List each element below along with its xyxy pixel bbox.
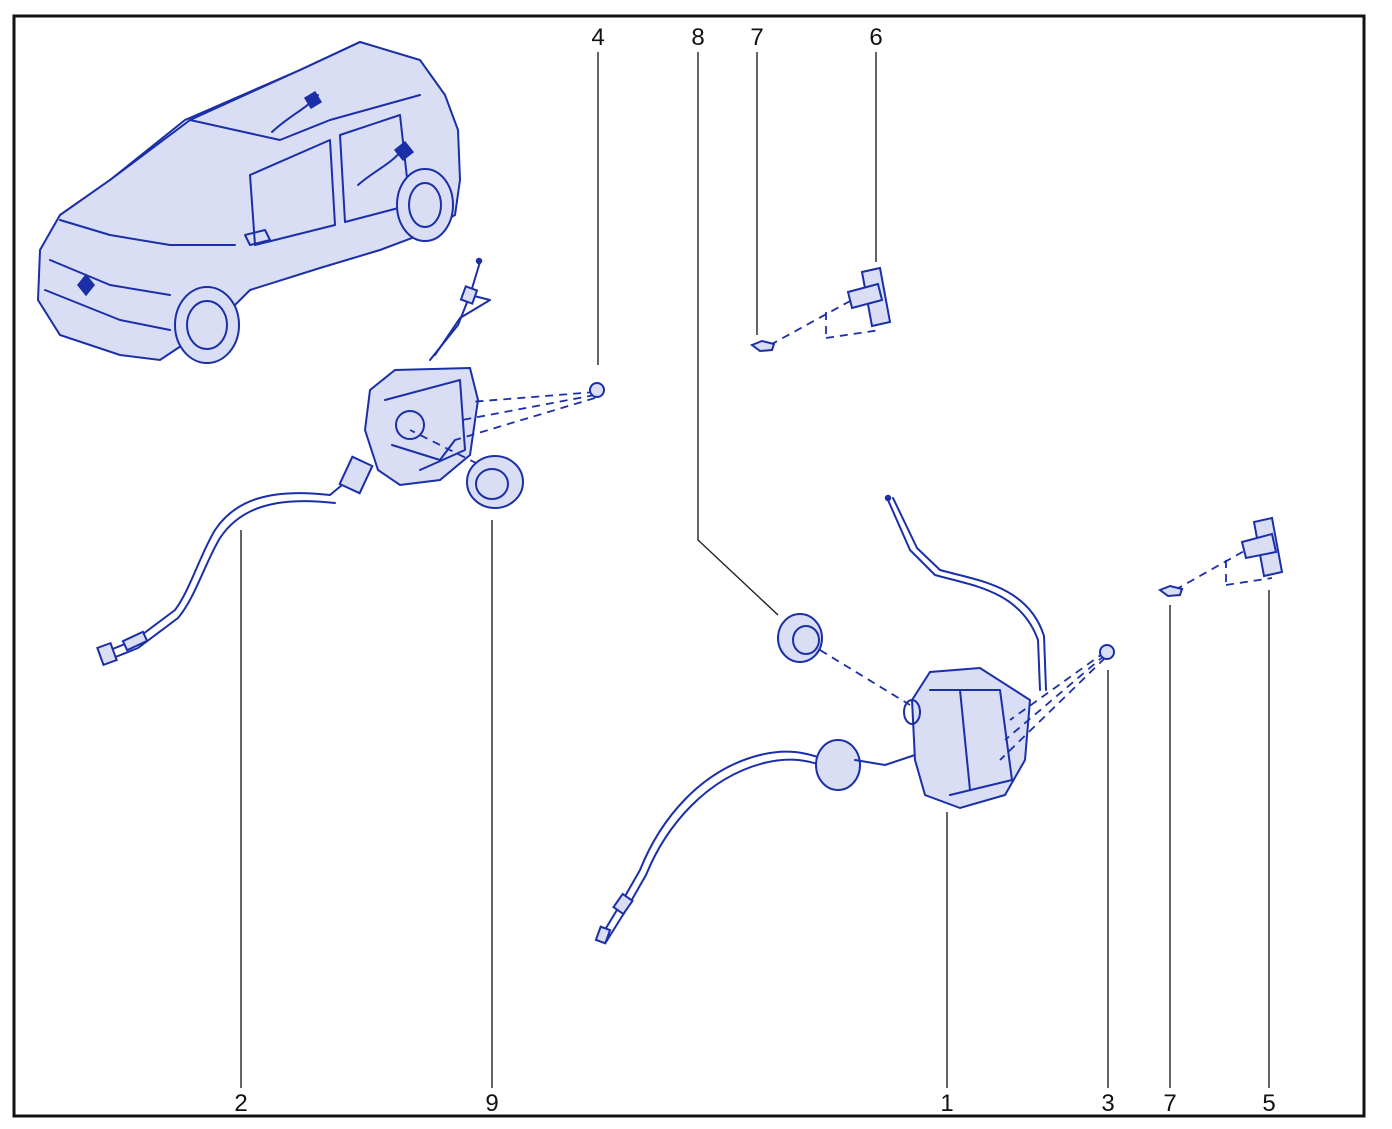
callout-2: 2 [234,1090,248,1117]
callout-1: 1 [940,1090,954,1117]
grommet-part-8 [777,613,823,663]
screw-part-3 [1099,644,1115,660]
leader-lines [240,52,1270,1088]
car-illustration [36,40,462,364]
left-door-lock-assembly [96,257,605,667]
callout-7-top: 7 [750,24,764,51]
grommet-part-9 [466,455,524,509]
callout-5: 5 [1262,1090,1276,1117]
callout-7-bottom: 7 [1163,1090,1177,1117]
callout-8: 8 [691,24,705,51]
callout-9: 9 [485,1090,499,1117]
callout-4: 4 [591,24,605,51]
striker-part-6 [769,266,892,346]
screw-part-7-top [749,339,776,353]
screw-part-4 [589,382,605,398]
cable-part-2 [104,469,361,653]
callout-6: 6 [869,24,883,51]
screw-part-7-bottom [1157,584,1184,598]
callout-3: 3 [1101,1090,1115,1117]
striker-part-5 [1174,516,1284,591]
diagram-frame [12,14,1366,1118]
right-door-lock-assembly [594,494,1115,945]
